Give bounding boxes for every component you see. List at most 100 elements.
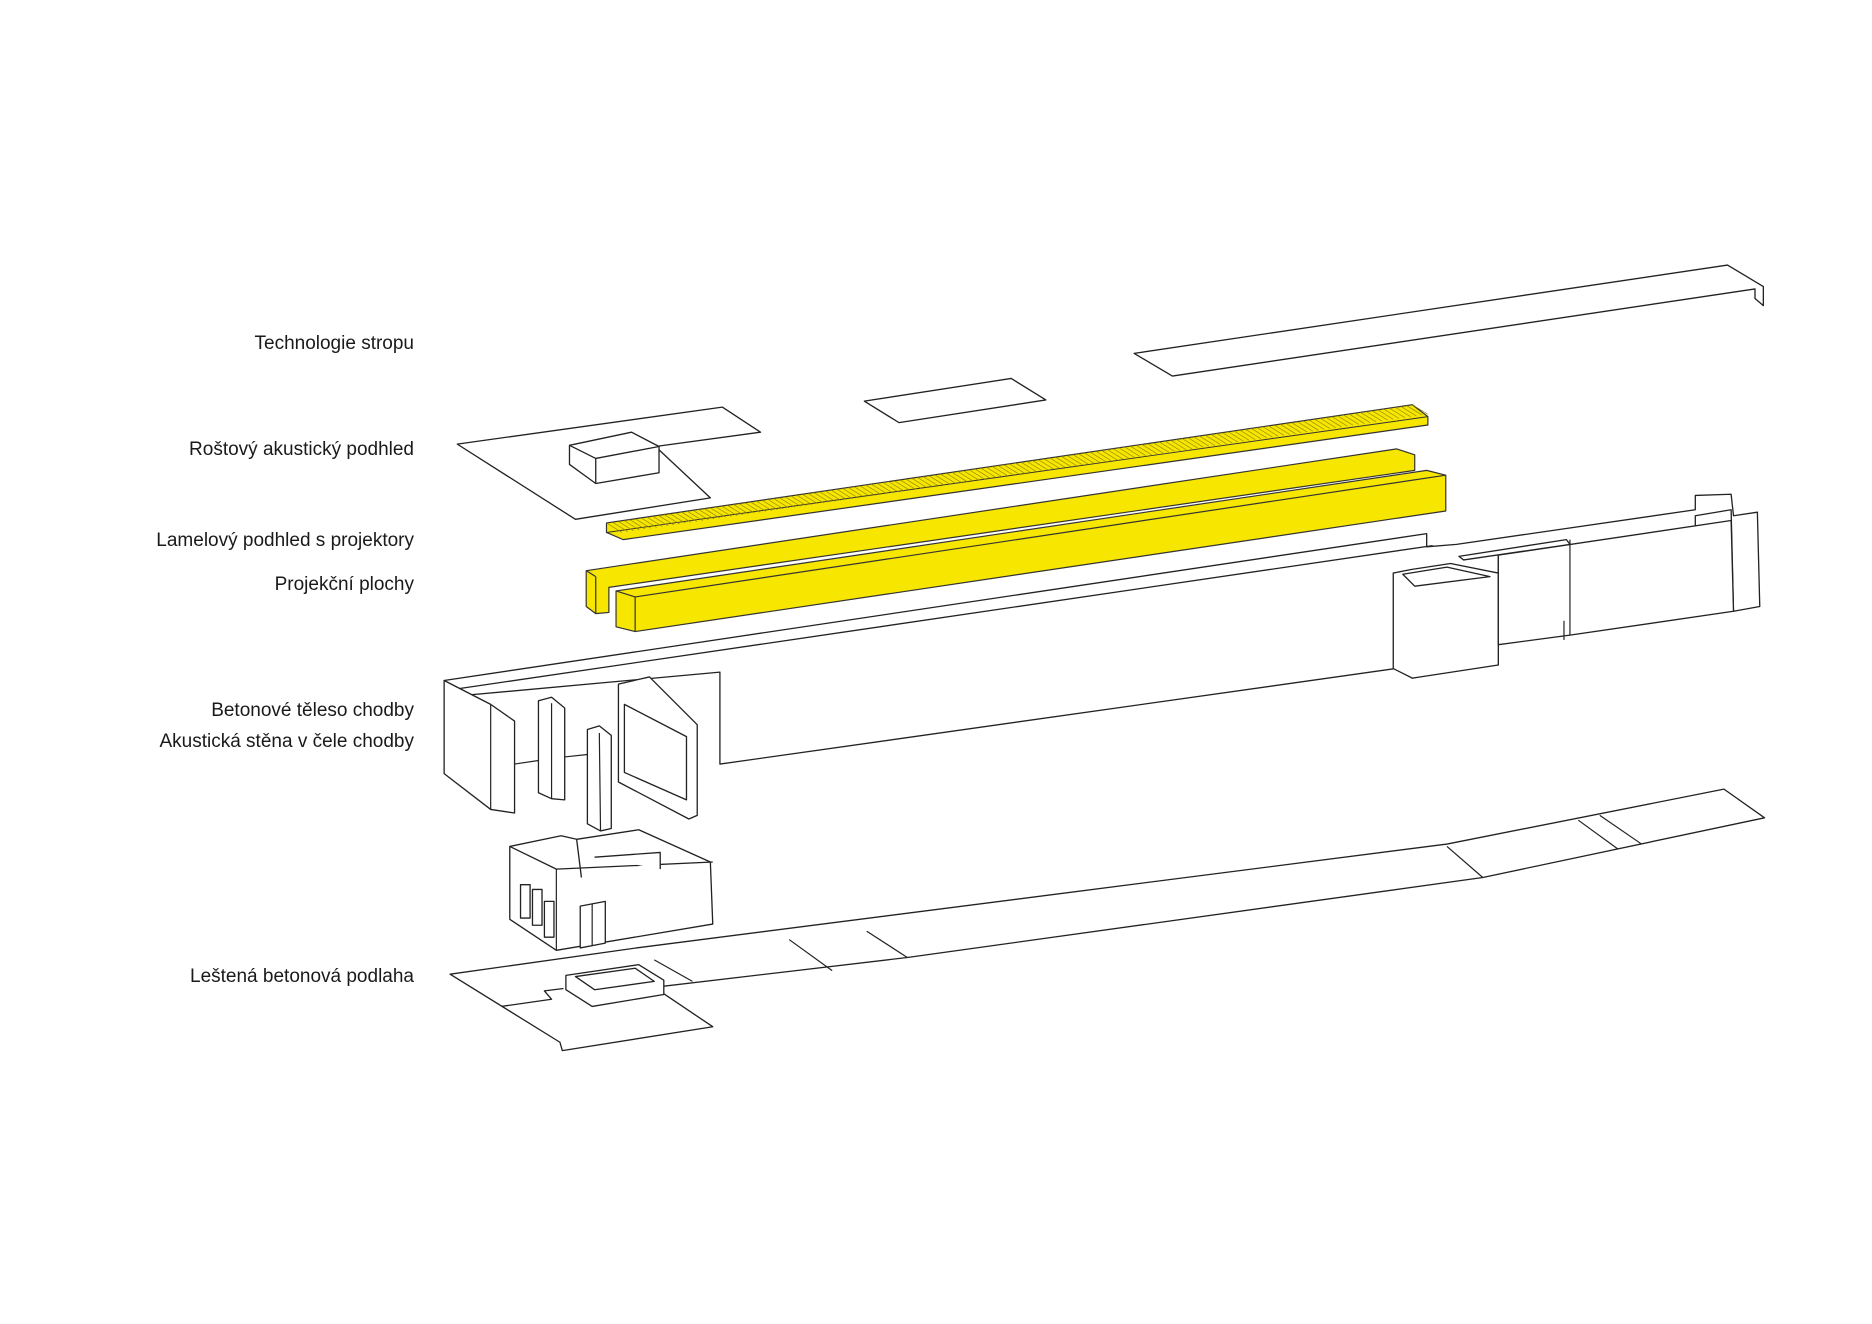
label-concrete-corridor-body: Betonové těleso chodby xyxy=(211,700,414,721)
lamella-slat xyxy=(1158,441,1175,452)
lamella-slat xyxy=(1009,463,1026,474)
lamella-slat xyxy=(1222,432,1239,443)
lamella-slat xyxy=(1066,455,1083,466)
lamella-slat xyxy=(1026,461,1043,472)
lamella-slat xyxy=(1003,464,1020,475)
lamella-slat xyxy=(934,474,951,485)
lamella-slat xyxy=(1101,450,1118,461)
lamella-slat xyxy=(1337,415,1354,426)
lamella-slat xyxy=(721,505,738,516)
lamella-slat xyxy=(1199,435,1216,446)
lamella-slat xyxy=(1297,421,1313,432)
entrance-room xyxy=(509,829,714,951)
lamella-slat xyxy=(1043,458,1060,469)
lamella-slat xyxy=(1204,434,1221,445)
lamella-slat xyxy=(1377,409,1394,420)
lamella-slat xyxy=(1354,412,1371,423)
lamella-slat xyxy=(1371,410,1388,421)
lamella-slat xyxy=(681,511,697,522)
lamella-slat xyxy=(951,472,968,483)
lamella-slat xyxy=(796,494,813,505)
lamella-slat xyxy=(1406,405,1423,416)
lamella-slat xyxy=(1078,453,1095,464)
lamella-slat xyxy=(1325,417,1342,428)
lamella-slat xyxy=(1343,414,1359,425)
lamella-slat xyxy=(750,501,767,512)
label-lamella-ceiling: Lamelový podhled s projektory xyxy=(156,530,414,551)
lamella-slat xyxy=(807,493,824,504)
lamella-slat xyxy=(842,488,859,499)
lamella-slat xyxy=(928,475,945,486)
lamella-slat xyxy=(836,488,853,499)
lamella-slat xyxy=(917,477,934,488)
lamella-slat xyxy=(640,517,657,528)
lamella-slat xyxy=(894,480,910,491)
lamella-slat xyxy=(865,484,882,495)
lamella-slat xyxy=(779,497,795,508)
lamella-slat xyxy=(1135,444,1152,456)
lamella-slat xyxy=(1412,404,1429,415)
lamella-slat xyxy=(1245,428,1262,440)
lamella-slat xyxy=(1366,411,1382,422)
lamella-slat xyxy=(1020,461,1037,472)
lamella-slat xyxy=(853,486,870,497)
lamella-slat xyxy=(1153,442,1170,453)
lamella-slat xyxy=(646,516,663,527)
lamella-slat xyxy=(1216,433,1233,444)
lamella-slat xyxy=(1348,413,1365,424)
lamella-slat xyxy=(1038,459,1054,470)
lamella-slat xyxy=(1147,443,1164,454)
lamella-slat xyxy=(612,521,628,532)
lamella-slat xyxy=(802,493,818,505)
lamella-slat xyxy=(1130,445,1146,456)
lamella-slat xyxy=(1314,418,1331,429)
lamella-slat xyxy=(1112,448,1129,459)
lamella-slat xyxy=(940,473,957,484)
lamella-slat xyxy=(663,514,680,525)
lamella-slat xyxy=(1170,439,1187,450)
lamella-slat xyxy=(1187,437,1204,448)
lamella-slat xyxy=(675,512,692,523)
lamella-slat xyxy=(1072,454,1089,465)
acoustic-wall-layer xyxy=(443,676,698,832)
ceiling-technology-layer xyxy=(863,264,1765,424)
lamella-slat xyxy=(957,471,974,482)
lamella-slat xyxy=(658,515,674,526)
lamella-slat xyxy=(1228,431,1244,442)
lamella-slat xyxy=(698,509,715,520)
label-polished-concrete-floor: Leštená betonová podlaha xyxy=(190,966,414,987)
lamella-slat xyxy=(963,470,980,481)
lamella-slat xyxy=(859,485,876,496)
projection-surfaces-layer xyxy=(585,448,1447,633)
lamella-slat xyxy=(819,491,836,502)
label-acoustic-wall: Akustická stěna v čele chodby xyxy=(159,731,414,752)
lamella-slat xyxy=(652,515,669,526)
lamella-slat xyxy=(911,477,928,488)
lamella-slat xyxy=(899,479,916,490)
lamella-slat xyxy=(732,504,749,515)
lamella-slat xyxy=(617,520,634,532)
lamella-slat xyxy=(1233,430,1250,441)
lamella-slat xyxy=(1118,447,1135,458)
lamella-slat xyxy=(738,503,755,514)
lamella-slat xyxy=(871,483,887,494)
lamella-slat xyxy=(1049,457,1066,468)
lamella-slat xyxy=(1291,422,1308,433)
lamella-slat xyxy=(1239,429,1256,440)
lamella-ceiling-layer xyxy=(605,404,1429,541)
lamella-slat xyxy=(980,467,997,478)
label-ceiling-technology: Technologie stropu xyxy=(254,333,415,354)
lamella-slat xyxy=(1061,455,1077,467)
lamella-slat xyxy=(1107,449,1123,460)
concrete-corridor-body-layer xyxy=(443,493,1761,765)
lamella-slat xyxy=(1141,444,1158,455)
lamella-slat xyxy=(727,504,744,515)
lamella-slat xyxy=(767,499,784,510)
label-projection-surfaces: Projekční plochy xyxy=(274,574,414,595)
lamella-slat xyxy=(629,519,646,530)
lamella-slat xyxy=(1268,425,1285,436)
lamella-slat xyxy=(784,496,801,507)
lamella-slat xyxy=(1193,436,1210,447)
